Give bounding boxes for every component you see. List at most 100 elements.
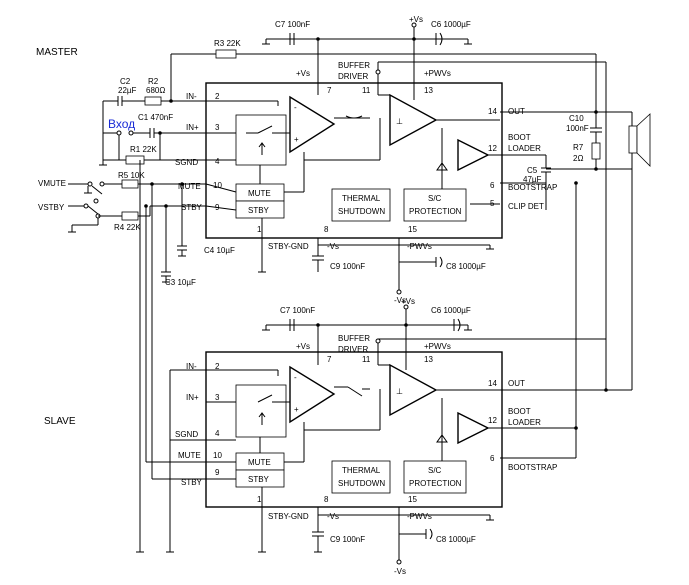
slave-pin14: 14	[488, 379, 497, 388]
master-pin7: 7	[327, 86, 332, 95]
svg-text:+: +	[294, 405, 299, 414]
master-c2-label: C2	[120, 77, 131, 86]
master-c10v-label: 100nF	[566, 124, 589, 133]
master-pin1: 1	[257, 225, 262, 234]
svg-text:⊥: ⊥	[396, 117, 403, 126]
master-pin15: 15	[408, 225, 417, 234]
master-neg-pwvs: -PWVs	[407, 242, 432, 251]
master-mute: MUTE	[178, 182, 201, 191]
slave-pin9: 9	[215, 468, 220, 477]
master-stby-gnd: STBY-GND	[268, 242, 309, 251]
vmute-label: VMUTE	[38, 179, 66, 188]
master-mute-box: MUTE	[248, 189, 271, 198]
slave-neg-vs-bot: -Vs	[394, 567, 406, 576]
master-c4: C4 10µF	[204, 246, 235, 255]
master-c3: C3 10µF	[165, 278, 196, 287]
master-r5: R5 10K	[118, 171, 145, 180]
master-bootstrap: BOOTSTRAP	[508, 183, 557, 192]
master-c7-label: C7 100nF	[275, 20, 310, 29]
slave-c7-label: C7 100nF	[280, 306, 315, 315]
master-thermal-block	[331, 188, 391, 222]
slave-vs-in-label: +Vs	[296, 342, 310, 351]
slave-sgnd: SGND	[175, 430, 198, 439]
slave-in-plus: IN+	[186, 393, 199, 402]
svg-text:-: -	[294, 103, 297, 112]
master-r3-label: R3 22K	[214, 39, 241, 48]
slave-sc1: S/C	[428, 466, 442, 475]
slave-pin2: 2	[215, 362, 220, 371]
svg-text:-: -	[294, 373, 297, 382]
master-neg-vs-bot: -Vs	[394, 296, 406, 305]
slave-driver-label: DRIVER	[338, 345, 368, 354]
master-c6-label: C6 1000µF	[431, 20, 471, 29]
slave-stby-box: STBY	[248, 475, 270, 484]
master-r7v-label: 2Ω	[573, 154, 583, 163]
master-c2v-label: 22µF	[118, 86, 137, 95]
slave-label: SLAVE	[44, 416, 76, 427]
master-pin8: 8	[324, 225, 329, 234]
slave-pin6: 6	[490, 454, 495, 463]
master-label: MASTER	[36, 47, 78, 58]
slave-c6-label: C6 1000µF	[431, 306, 471, 315]
master-pin11: 11	[362, 86, 371, 95]
master-vs-top-label: +Vs	[409, 15, 423, 24]
master-thermal1: THERMAL	[342, 194, 381, 203]
slave-buffer-label: BUFFER	[338, 334, 370, 343]
master-r2-label: R2	[148, 77, 159, 86]
slave-pin15: 15	[408, 495, 417, 504]
slave-boot1: BOOT	[508, 407, 531, 416]
master-buffer-label: BUFFER	[338, 61, 370, 70]
slave-in-minus: IN-	[186, 362, 197, 371]
master-pin6: 6	[490, 181, 495, 190]
master-sgnd: SGND	[175, 158, 198, 167]
svg-text:⊥: ⊥	[396, 387, 403, 396]
master-sc1: S/C	[428, 194, 442, 203]
master-pin14: 14	[488, 107, 497, 116]
master-pin10: 10	[213, 181, 222, 190]
slave-pin4: 4	[215, 429, 220, 438]
slave-pwvs-label: +PWVs	[424, 342, 451, 351]
master-r7-label: R7	[573, 143, 584, 152]
master-pin4: 4	[215, 157, 220, 166]
master-speaker-magnet	[628, 125, 638, 154]
slave-c8: C8 1000µF	[436, 535, 476, 544]
master-sc-block	[403, 188, 467, 222]
vstby-label: VSTBY	[38, 203, 65, 212]
master-neg-vs: -Vs	[327, 242, 339, 251]
slave-mute: MUTE	[178, 451, 201, 460]
master-c9: C9 100nF	[330, 262, 365, 271]
master-c8: C8 1000µF	[446, 262, 486, 271]
master-c1-label: C1 470nF	[138, 113, 173, 122]
slave-stby-gnd: STBY-GND	[268, 512, 309, 521]
slave-vs-top-label: +Vs	[401, 297, 415, 306]
master-amplifier: C7 100nF +Vs C6 1000µF R3 22K BUFFER DRI…	[68, 15, 651, 552]
slave-mute-box: MUTE	[248, 458, 271, 467]
slave-pin10: 10	[213, 451, 222, 460]
master-boot1: BOOT	[508, 133, 531, 142]
master-out-label: OUT	[508, 107, 525, 116]
master-r4: R4 22K	[114, 223, 141, 232]
master-stby-box: STBY	[248, 206, 270, 215]
slave-stby: STBY	[181, 478, 203, 487]
master-pwvs-label: +PWVs	[424, 69, 451, 78]
slave-pin12: 12	[488, 416, 497, 425]
master-boot2: LOADER	[508, 144, 541, 153]
slave-pin8: 8	[324, 495, 329, 504]
master-c5v-label: 47µF	[523, 175, 542, 184]
slave-amplifier: C7 100nF +Vs C6 1000µF BUFFER DRIVER +Vs…	[136, 297, 606, 576]
slave-neg-pwvs: -PWVs	[407, 512, 432, 521]
slave-pin11: 11	[362, 355, 371, 364]
slave-pin13: 13	[424, 355, 433, 364]
master-in-minus: IN-	[186, 92, 197, 101]
slave-pin3: 3	[215, 393, 220, 402]
slave-thermal-block	[331, 460, 391, 494]
master-c10-label: C10	[569, 114, 584, 123]
master-c5-label: C5	[527, 166, 538, 175]
master-pin3: 3	[215, 123, 220, 132]
vhod-label: Вход	[108, 117, 135, 131]
master-thermal2: SHUTDOWN	[338, 207, 385, 216]
slave-c9: C9 100nF	[330, 535, 365, 544]
svg-text:+: +	[294, 135, 299, 144]
master-r1-label: R1 22K	[130, 145, 157, 154]
slave-pin7: 7	[327, 355, 332, 364]
